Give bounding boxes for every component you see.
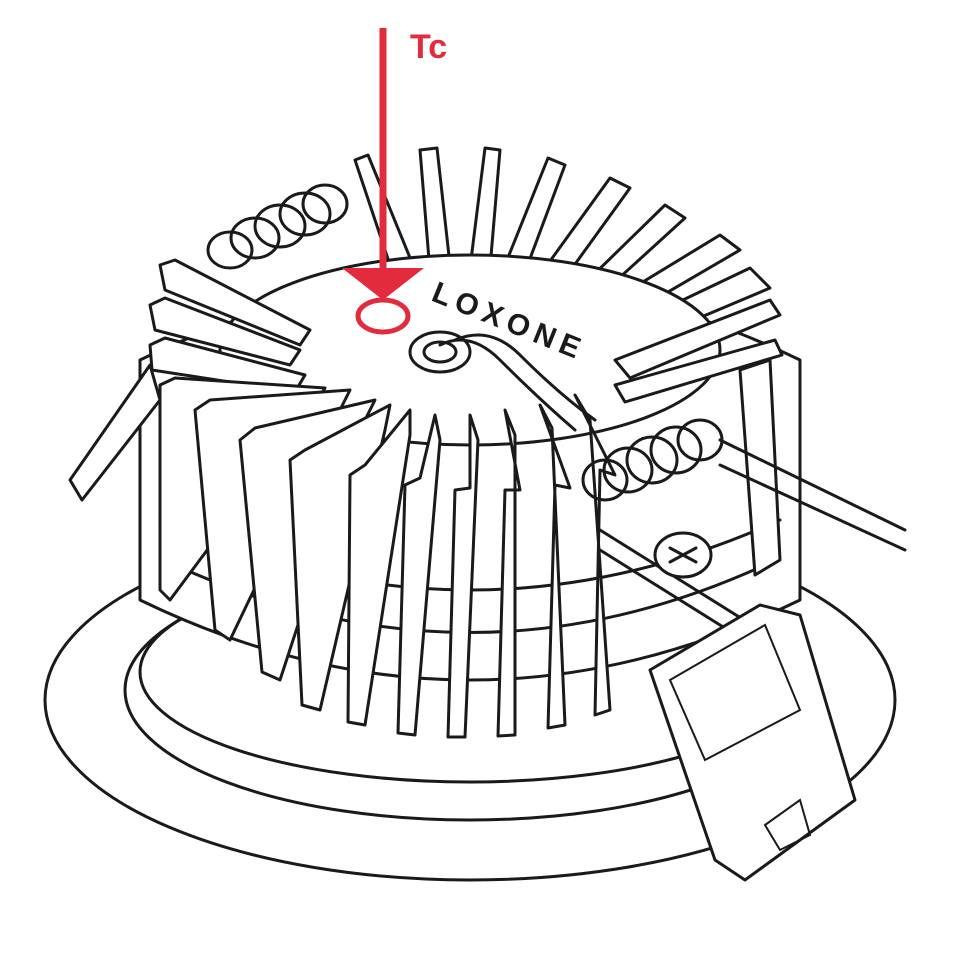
right-coil-spring — [581, 418, 724, 502]
left-spring-clip — [68, 363, 162, 502]
heatsink-fins-right — [613, 298, 784, 577]
tc-measurement-point-icon — [355, 297, 411, 335]
left-coil-spring — [206, 183, 349, 270]
mounting-screw-icon — [653, 531, 713, 579]
tc-label: Tc — [410, 28, 447, 66]
tc-marker: Tc — [342, 28, 447, 335]
terminal-latch — [648, 603, 857, 882]
tc-arrow-head-icon — [342, 268, 424, 300]
heatsink-fins-front — [148, 258, 617, 739]
